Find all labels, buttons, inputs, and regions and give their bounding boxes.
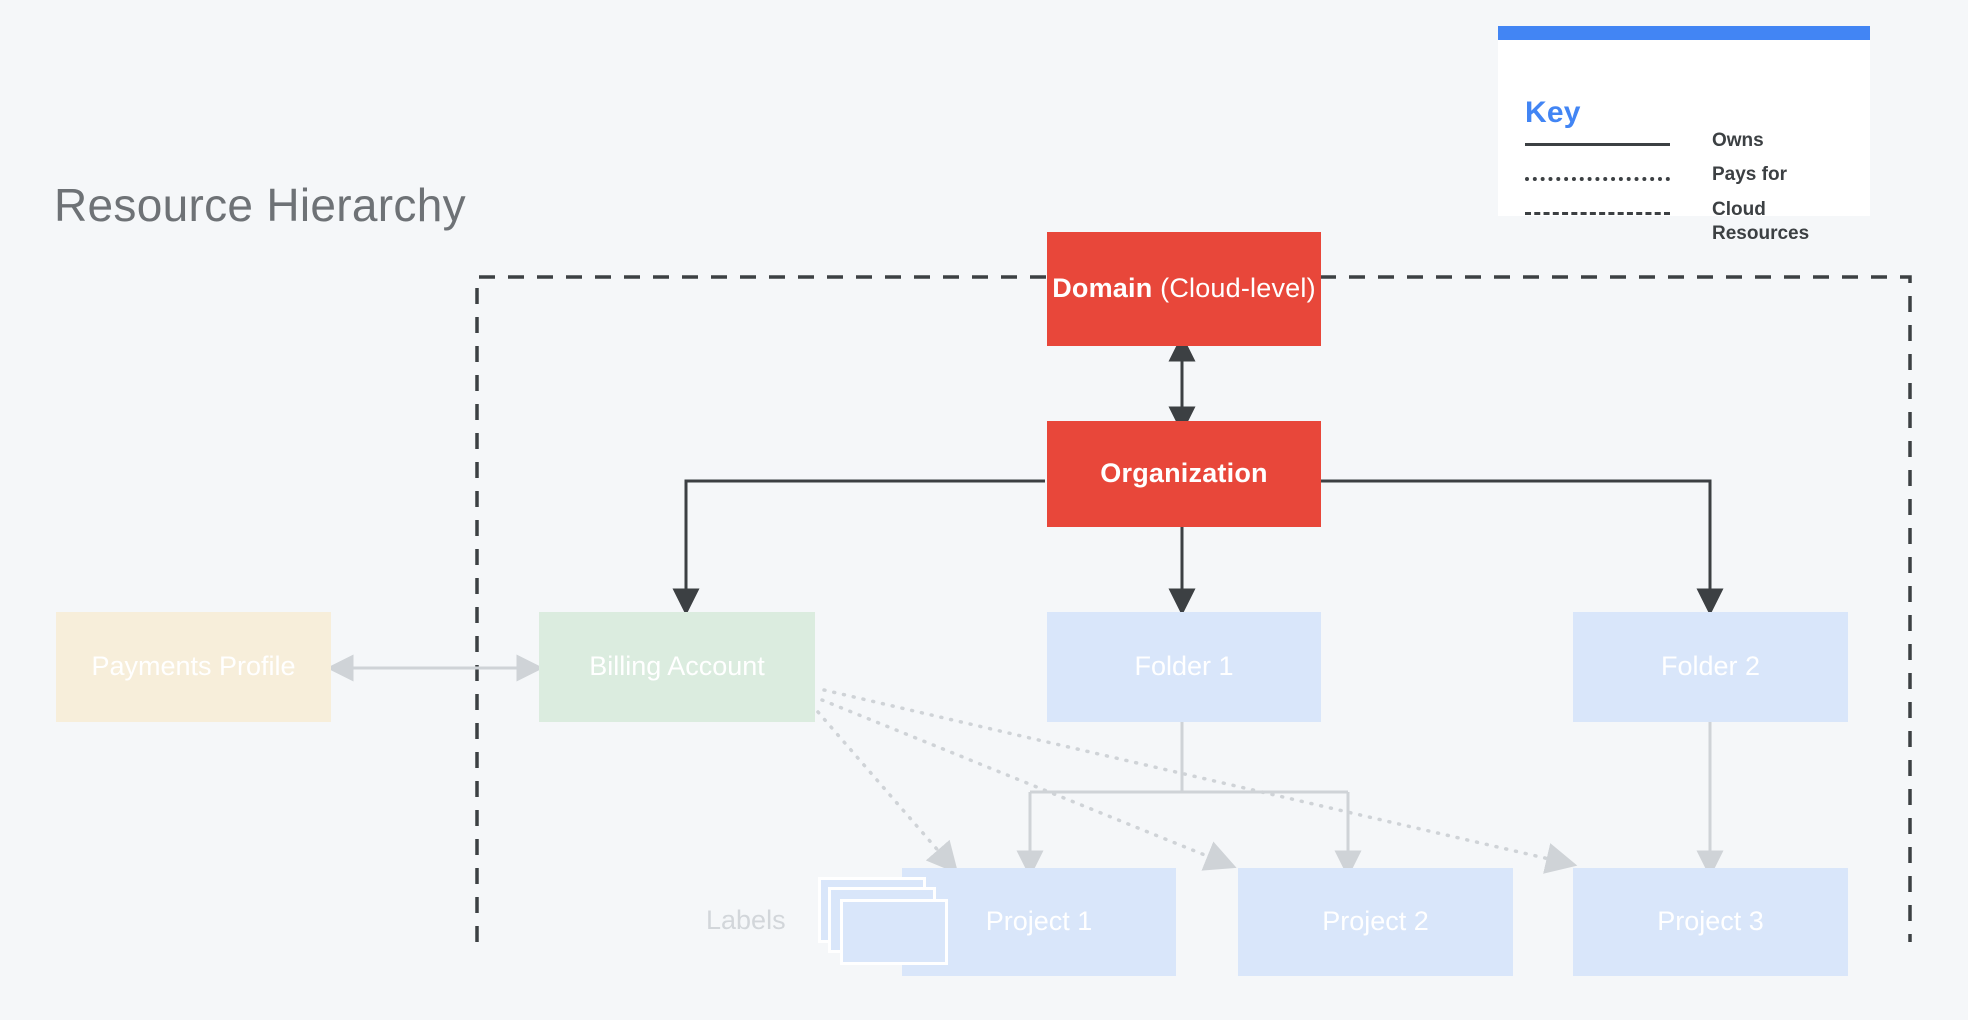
- node-project-2[interactable]: Project 2: [1238, 868, 1513, 976]
- node-project-2-label: Project 2: [1322, 906, 1429, 937]
- page-title: Resource Hierarchy: [54, 179, 466, 231]
- label-card-stack[interactable]: [818, 877, 950, 969]
- node-billing-account-label: Billing Account: [589, 651, 765, 682]
- key-label-pays-for: Pays for: [1712, 164, 1787, 185]
- key-title: Key: [1525, 96, 1581, 129]
- node-folder-2[interactable]: Folder 2: [1573, 612, 1848, 722]
- node-domain-label: Domain (Cloud-level): [1052, 273, 1316, 304]
- cloud-resources-boundary: [475, 275, 1912, 942]
- node-billing-account[interactable]: Billing Account: [539, 612, 815, 722]
- edge-billing-project3-paysfor: [822, 688, 1578, 874]
- key-legend: Key Owns Pays for Cloud Resources: [1498, 26, 1870, 244]
- key-label-cloud-resources-line1: Cloud: [1712, 199, 1766, 220]
- edge-billing-project1-paysfor: [816, 710, 959, 874]
- node-folder-1[interactable]: Folder 1: [1047, 612, 1321, 722]
- node-project-3[interactable]: Project 3: [1573, 868, 1848, 976]
- node-organization-label: Organization: [1100, 458, 1268, 489]
- dashed-line-icon: [1525, 212, 1670, 217]
- node-project-1-label: Project 1: [985, 906, 1093, 937]
- node-payments-profile[interactable]: Payments Profile: [56, 612, 331, 722]
- dotted-line-icon: [1525, 177, 1670, 183]
- edge-billing-project2-paysfor: [820, 698, 1237, 871]
- node-folder-1-label: Folder 1: [1134, 651, 1234, 682]
- key-row-cloud-resources: Cloud Resources: [1525, 198, 1809, 246]
- key-label-owns: Owns: [1712, 130, 1764, 151]
- edge-organization-billing: [672, 479, 1045, 616]
- node-project-3-label: Project 3: [1657, 906, 1764, 937]
- node-domain[interactable]: Domain (Cloud-level): [1047, 232, 1321, 346]
- node-organization[interactable]: Organization: [1047, 421, 1321, 527]
- label-card-front: [840, 899, 948, 965]
- node-folder-2-label: Folder 2: [1660, 651, 1761, 682]
- key-accent-bar: [1498, 26, 1870, 40]
- edge-folder1-branch: [1028, 720, 1350, 862]
- labels-caption: Labels: [706, 905, 786, 935]
- key-row-owns: Owns: [1525, 129, 1764, 153]
- key-label-cloud-resources: Cloud Resources: [1712, 198, 1809, 246]
- edge-organization-folder2: [1320, 479, 1724, 616]
- node-domain-label-bold: Domain: [1052, 273, 1153, 304]
- node-domain-label-rest: (Cloud-level): [1152, 273, 1316, 304]
- key-label-cloud-resources-line2: Resources: [1712, 222, 1810, 244]
- node-payments-profile-label: Payments Profile: [91, 651, 296, 682]
- solid-line-icon: [1525, 143, 1670, 148]
- key-row-pays-for: Pays for: [1525, 163, 1787, 187]
